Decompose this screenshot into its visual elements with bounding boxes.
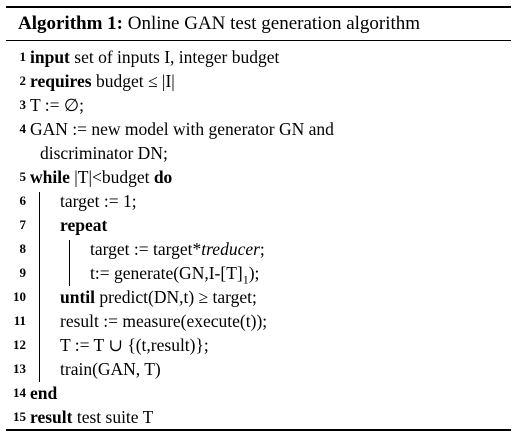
line-number: 5 — [19, 169, 27, 184]
line-code: t:= generate(GN,I-[T]1); — [90, 261, 259, 292]
algorithm-caption: Algorithm 1: Online GAN test generation … — [18, 11, 420, 37]
line-code: target := 1; — [60, 191, 137, 211]
line-number: 11 — [13, 313, 26, 328]
line-code: T := ∅; — [30, 95, 84, 115]
line-text-tail: ); — [248, 263, 260, 283]
line-text: set of inputs I, integer budget — [69, 47, 280, 67]
keyword-end: end — [30, 383, 58, 403]
line-number: 7 — [19, 217, 27, 232]
line-code: result test suite T — [30, 405, 153, 429]
while-block-bar — [39, 192, 40, 382]
line-number: 6 — [19, 193, 27, 208]
line-number: 3 — [19, 97, 27, 112]
keyword-repeat: repeat — [60, 215, 108, 235]
line-number: 2 — [19, 73, 27, 88]
caption-divider — [6, 40, 511, 41]
line-number: 15 — [13, 409, 26, 424]
line-text: t:= generate(GN,I-[T] — [90, 263, 243, 283]
line-code: until predict(DN,t) ≥ target; — [60, 285, 257, 309]
line-number: 4 — [19, 121, 27, 136]
line-code: result := measure(execute(t)); — [60, 311, 268, 331]
line-code: T := T ∪ {(t,result)}; — [60, 335, 209, 355]
algorithm-box: Algorithm 1: Online GAN test generation … — [6, 6, 511, 431]
line-text: predict(DN,t) ≥ target; — [95, 287, 257, 307]
keyword-requires: requires — [30, 71, 92, 91]
keyword-until: until — [60, 287, 96, 307]
line-number: 12 — [13, 337, 26, 352]
line-code: end — [30, 381, 57, 405]
algorithm-title: Online GAN test generation algorithm — [127, 13, 421, 34]
line-text: budget ≤ |I| — [91, 71, 175, 91]
line-number: 10 — [13, 289, 26, 304]
line-code: target := target*treducer; — [90, 237, 265, 261]
line-text: test suite T — [72, 407, 154, 427]
algorithm-label: Algorithm 1: — [18, 13, 124, 34]
line-number: 14 — [13, 385, 26, 400]
keyword-do: do — [153, 167, 173, 187]
repeat-block-bar — [69, 240, 70, 286]
line-code: while |T|<budget do — [30, 165, 172, 189]
subscript: 1 — [242, 272, 249, 287]
line-code: input set of inputs I, integer budget — [30, 45, 279, 69]
line-code: discriminator DN; — [40, 143, 168, 163]
line-code: GAN := new model with generator GN and — [30, 119, 334, 139]
line-number: 1 — [19, 49, 27, 64]
keyword-input: input — [30, 47, 70, 67]
line-number: 9 — [19, 265, 27, 280]
keyword-while: while — [30, 167, 70, 187]
keyword-result: result — [30, 407, 73, 427]
line-number: 8 — [19, 241, 27, 256]
line-text-tail: ; — [259, 239, 265, 259]
italic-variable: treducer — [201, 239, 260, 259]
line-code: repeat — [60, 213, 107, 237]
line-code: requires budget ≤ |I| — [30, 69, 175, 93]
line-number: 13 — [13, 361, 26, 376]
line-code: train(GAN, T) — [60, 359, 161, 379]
line-text: |T|<budget — [69, 167, 154, 187]
line-text: target := target* — [90, 239, 202, 259]
